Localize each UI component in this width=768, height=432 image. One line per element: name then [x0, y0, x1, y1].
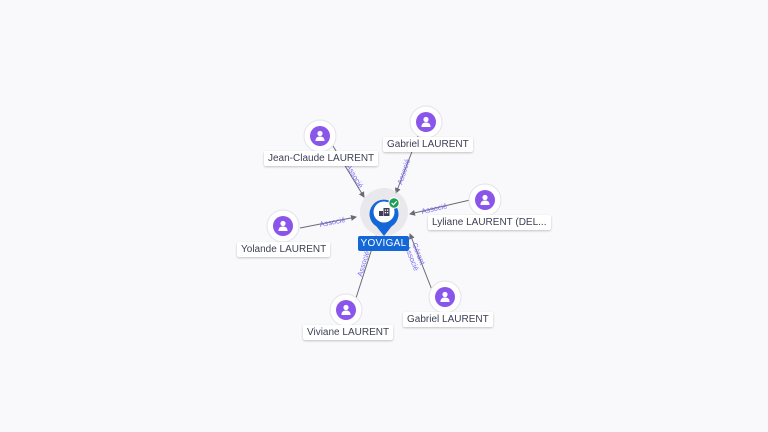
edge-yolande	[299, 215, 357, 229]
person-icon	[341, 304, 351, 315]
person-icon	[421, 116, 431, 127]
person-icon	[278, 220, 288, 231]
edge-lyliane	[409, 199, 471, 216]
edge-label-jean-claude: Associé	[344, 163, 365, 190]
person-node-lyliane[interactable]	[468, 183, 502, 217]
person-node-viviane[interactable]	[329, 293, 363, 327]
person-node-yolande[interactable]	[266, 209, 300, 243]
person-label-yolande[interactable]: Yolande LAURENT	[237, 242, 331, 257]
person-label-gabriel-top[interactable]: Gabriel LAURENT	[383, 137, 473, 152]
company-name-label[interactable]: YOVIGAL	[358, 236, 409, 251]
edge-label-lyliane: Associé	[420, 201, 448, 216]
check-icon	[388, 197, 400, 209]
company-node[interactable]	[360, 188, 408, 236]
edge-label-yolande: Associé	[319, 215, 347, 229]
person-label-viviane[interactable]: Viviane LAURENT	[303, 325, 394, 340]
person-label-gabriel-bottom[interactable]: Gabriel LAURENT	[403, 312, 493, 327]
person-node-jean-claude[interactable]	[303, 119, 337, 153]
person-nodes[interactable]	[266, 105, 502, 327]
person-label-jean-claude[interactable]: Jean-Claude LAURENT	[264, 151, 379, 166]
person-icon	[480, 194, 490, 205]
company-building-icon	[379, 208, 390, 216]
edge-label-gabriel-top: Associé	[395, 158, 412, 186]
person-node-gabriel-top[interactable]	[409, 105, 443, 139]
person-icon	[315, 130, 325, 141]
edge-gabriel-bottom	[409, 233, 433, 291]
person-node-gabriel-bottom[interactable]	[428, 280, 462, 314]
person-icon	[440, 291, 450, 302]
edge-label-viviane: Associé	[355, 250, 371, 278]
person-label-lyliane[interactable]: Lyliane LAURENT (DEL...	[428, 215, 551, 230]
